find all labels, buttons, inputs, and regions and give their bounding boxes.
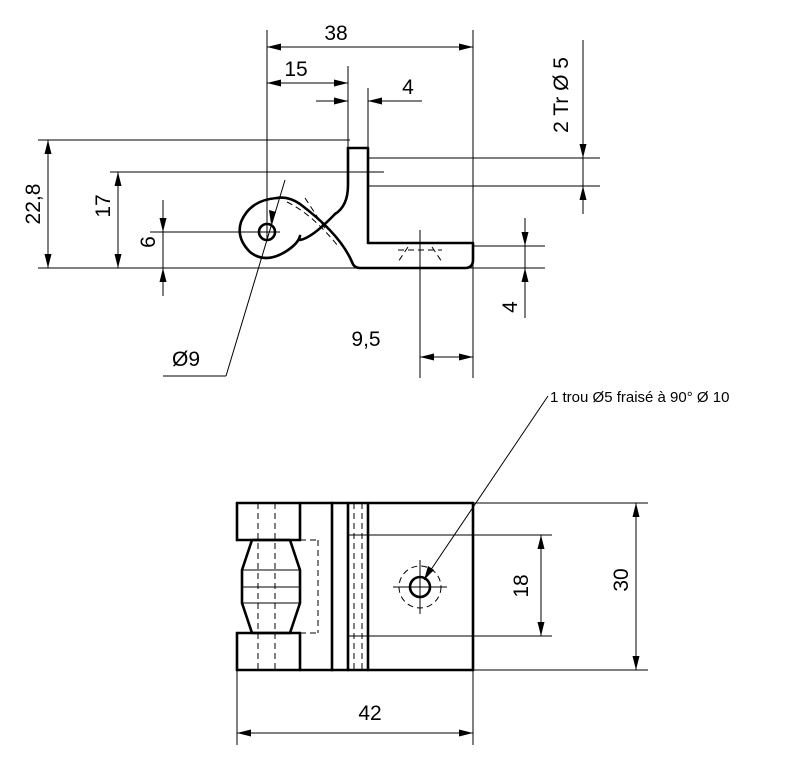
dim-30-label: 30 [610,568,633,591]
dim-bore-label: Ø9 [172,348,200,371]
dim-22-8: 22,8 [22,140,52,268]
plan-view-part-outline [235,501,475,672]
dim-6: 6 [137,200,167,296]
dim-9-5: 9,5 [351,328,473,361]
dim-30: 30 [610,503,640,670]
dim-18-label: 18 [510,574,533,597]
hole-callout-label: 1 trou Ø5 fraisé à 90° Ø 10 [550,389,729,406]
dim-6-label: 6 [137,236,160,248]
dim-4-plate-label: 4 [402,76,414,99]
dim-bore: Ø9 [163,179,286,377]
dim-9-5-label: 9,5 [351,328,380,351]
dim-thread: 2 Tr Ø 5 [550,40,587,214]
dim-18: 18 [510,535,545,636]
side-view-part-outline [238,146,475,270]
dim-38-label: 38 [324,22,347,45]
dim-38: 38 [267,22,473,51]
plan-view: 18 30 42 1 trou Ø5 fraisé à 90° Ø 10 [235,389,729,745]
dim-4-base: 4 [499,218,529,318]
side-view-extension-lines [38,30,600,378]
hole-callout: 1 trou Ø5 fraisé à 90° Ø 10 [423,389,729,581]
dim-15: 15 [267,58,348,87]
dim-42-label: 42 [358,702,381,725]
dim-4-plate: 4 [316,76,422,105]
dim-42: 42 [237,702,473,737]
dim-thread-label: 2 Tr Ø 5 [550,57,573,133]
dim-4-base-label: 4 [499,301,522,313]
dim-17: 17 [92,172,122,268]
dim-22-8-label: 22,8 [22,184,45,225]
side-view: 38 15 4 2 Tr Ø 5 22,8 [22,22,600,378]
dim-17-label: 17 [92,194,115,217]
dim-15-label: 15 [284,58,307,81]
